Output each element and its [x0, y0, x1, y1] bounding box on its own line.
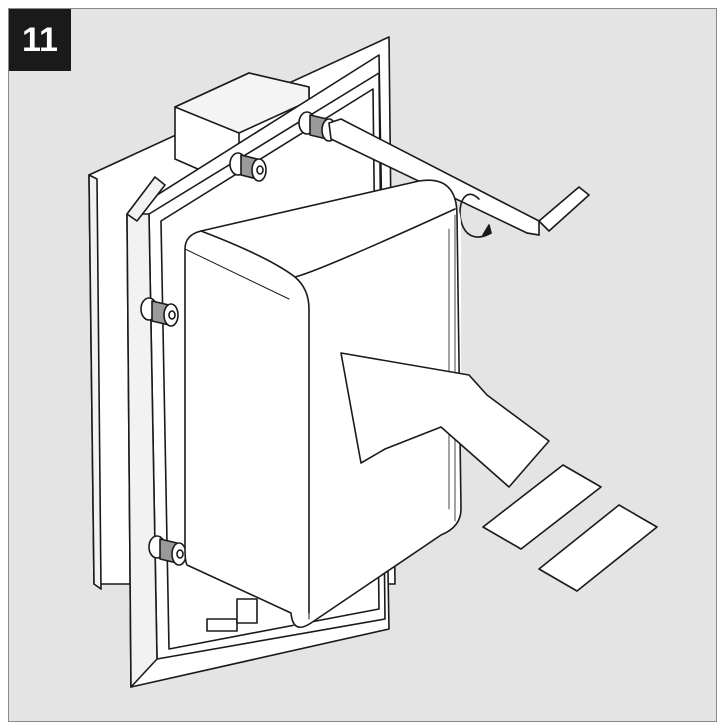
- label-strip-icon: [482, 464, 602, 550]
- frame-screws: [140, 111, 337, 566]
- rotation-arrow-icon: [459, 193, 492, 238]
- screw-icon: [229, 152, 267, 182]
- screw-icon: [148, 535, 187, 566]
- screw-icon: [140, 297, 179, 327]
- hex-key-icon: [328, 118, 590, 236]
- step-number-badge: 11: [9, 9, 71, 71]
- instruction-panel: 11: [8, 8, 717, 722]
- label-strip-icon: [538, 504, 658, 592]
- cover-box: [184, 179, 462, 629]
- assembly-illustration: [88, 36, 658, 688]
- insert-direction-arrow-icon: [340, 352, 550, 488]
